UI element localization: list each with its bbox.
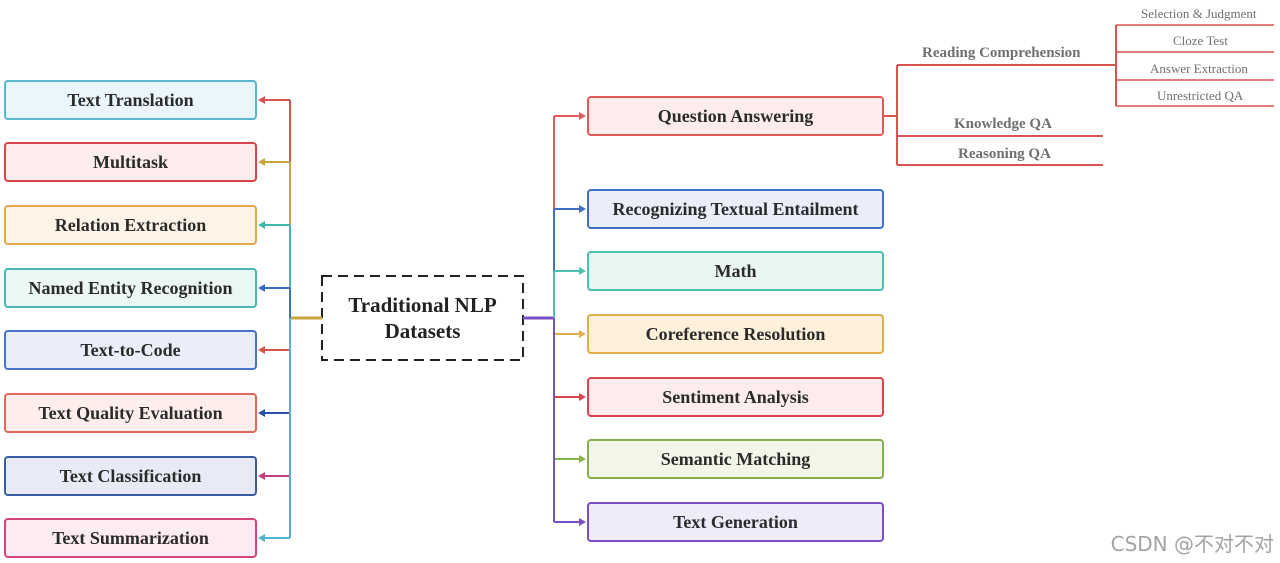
branch-reasoning-qa: Reasoning QA [958, 146, 1051, 162]
left-arrow-2 [258, 221, 265, 229]
right-arrow-6 [579, 518, 586, 526]
right-arrow-3 [579, 330, 586, 338]
node-sentiment-analysis: Sentiment Analysis [587, 377, 884, 417]
node-recognizing-textual-entailment: Recognizing Textual Entailment [587, 189, 884, 229]
branch-reading-comprehension: Reading Comprehension [922, 45, 1081, 61]
node-text-summarization: Text Summarization [4, 518, 257, 558]
root-dashed-border [321, 275, 524, 361]
root-title-line1: Traditional NLP [348, 293, 497, 317]
node-multitask: Multitask [4, 142, 257, 182]
left-arrow-1 [258, 158, 265, 166]
leaf-selection-judgment: Selection & Judgment [1141, 6, 1257, 21]
node-math: Math [587, 251, 884, 291]
root-node: Traditional NLP Datasets [322, 276, 523, 360]
node-text-to-code: Text-to-Code [4, 330, 257, 370]
node-text-classification: Text Classification [4, 456, 257, 496]
watermark: CSDN @不对不对 [1110, 532, 1274, 556]
left-arrow-4 [258, 346, 265, 354]
leaf-cloze-test: Cloze Test [1173, 33, 1228, 48]
left-arrow-3 [258, 284, 265, 292]
right-arrow-1 [579, 205, 586, 213]
left-arrow-6 [258, 472, 265, 480]
node-text-quality-evaluation: Text Quality Evaluation [4, 393, 257, 433]
right-arrow-2 [579, 267, 586, 275]
left-arrow-5 [258, 409, 265, 417]
right-arrow-0 [579, 112, 586, 120]
node-coreference-resolution: Coreference Resolution [587, 314, 884, 354]
node-relation-extraction: Relation Extraction [4, 205, 257, 245]
node-text-generation: Text Generation [587, 502, 884, 542]
right-arrow-5 [579, 455, 586, 463]
node-question-answering: Question Answering [587, 96, 884, 136]
right-arrow-4 [579, 393, 586, 401]
root-title-line2: Datasets [384, 319, 461, 343]
node-text-translation: Text Translation [4, 80, 257, 120]
leaf-unrestricted-qa: Unrestricted QA [1157, 88, 1244, 103]
leaf-answer-extraction: Answer Extraction [1150, 61, 1248, 76]
node-semantic-matching: Semantic Matching [587, 439, 884, 479]
branch-knowledge-qa: Knowledge QA [954, 116, 1052, 132]
left-arrow-7 [258, 534, 265, 542]
left-arrow-0 [258, 96, 265, 104]
node-named-entity-recognition: Named Entity Recognition [4, 268, 257, 308]
